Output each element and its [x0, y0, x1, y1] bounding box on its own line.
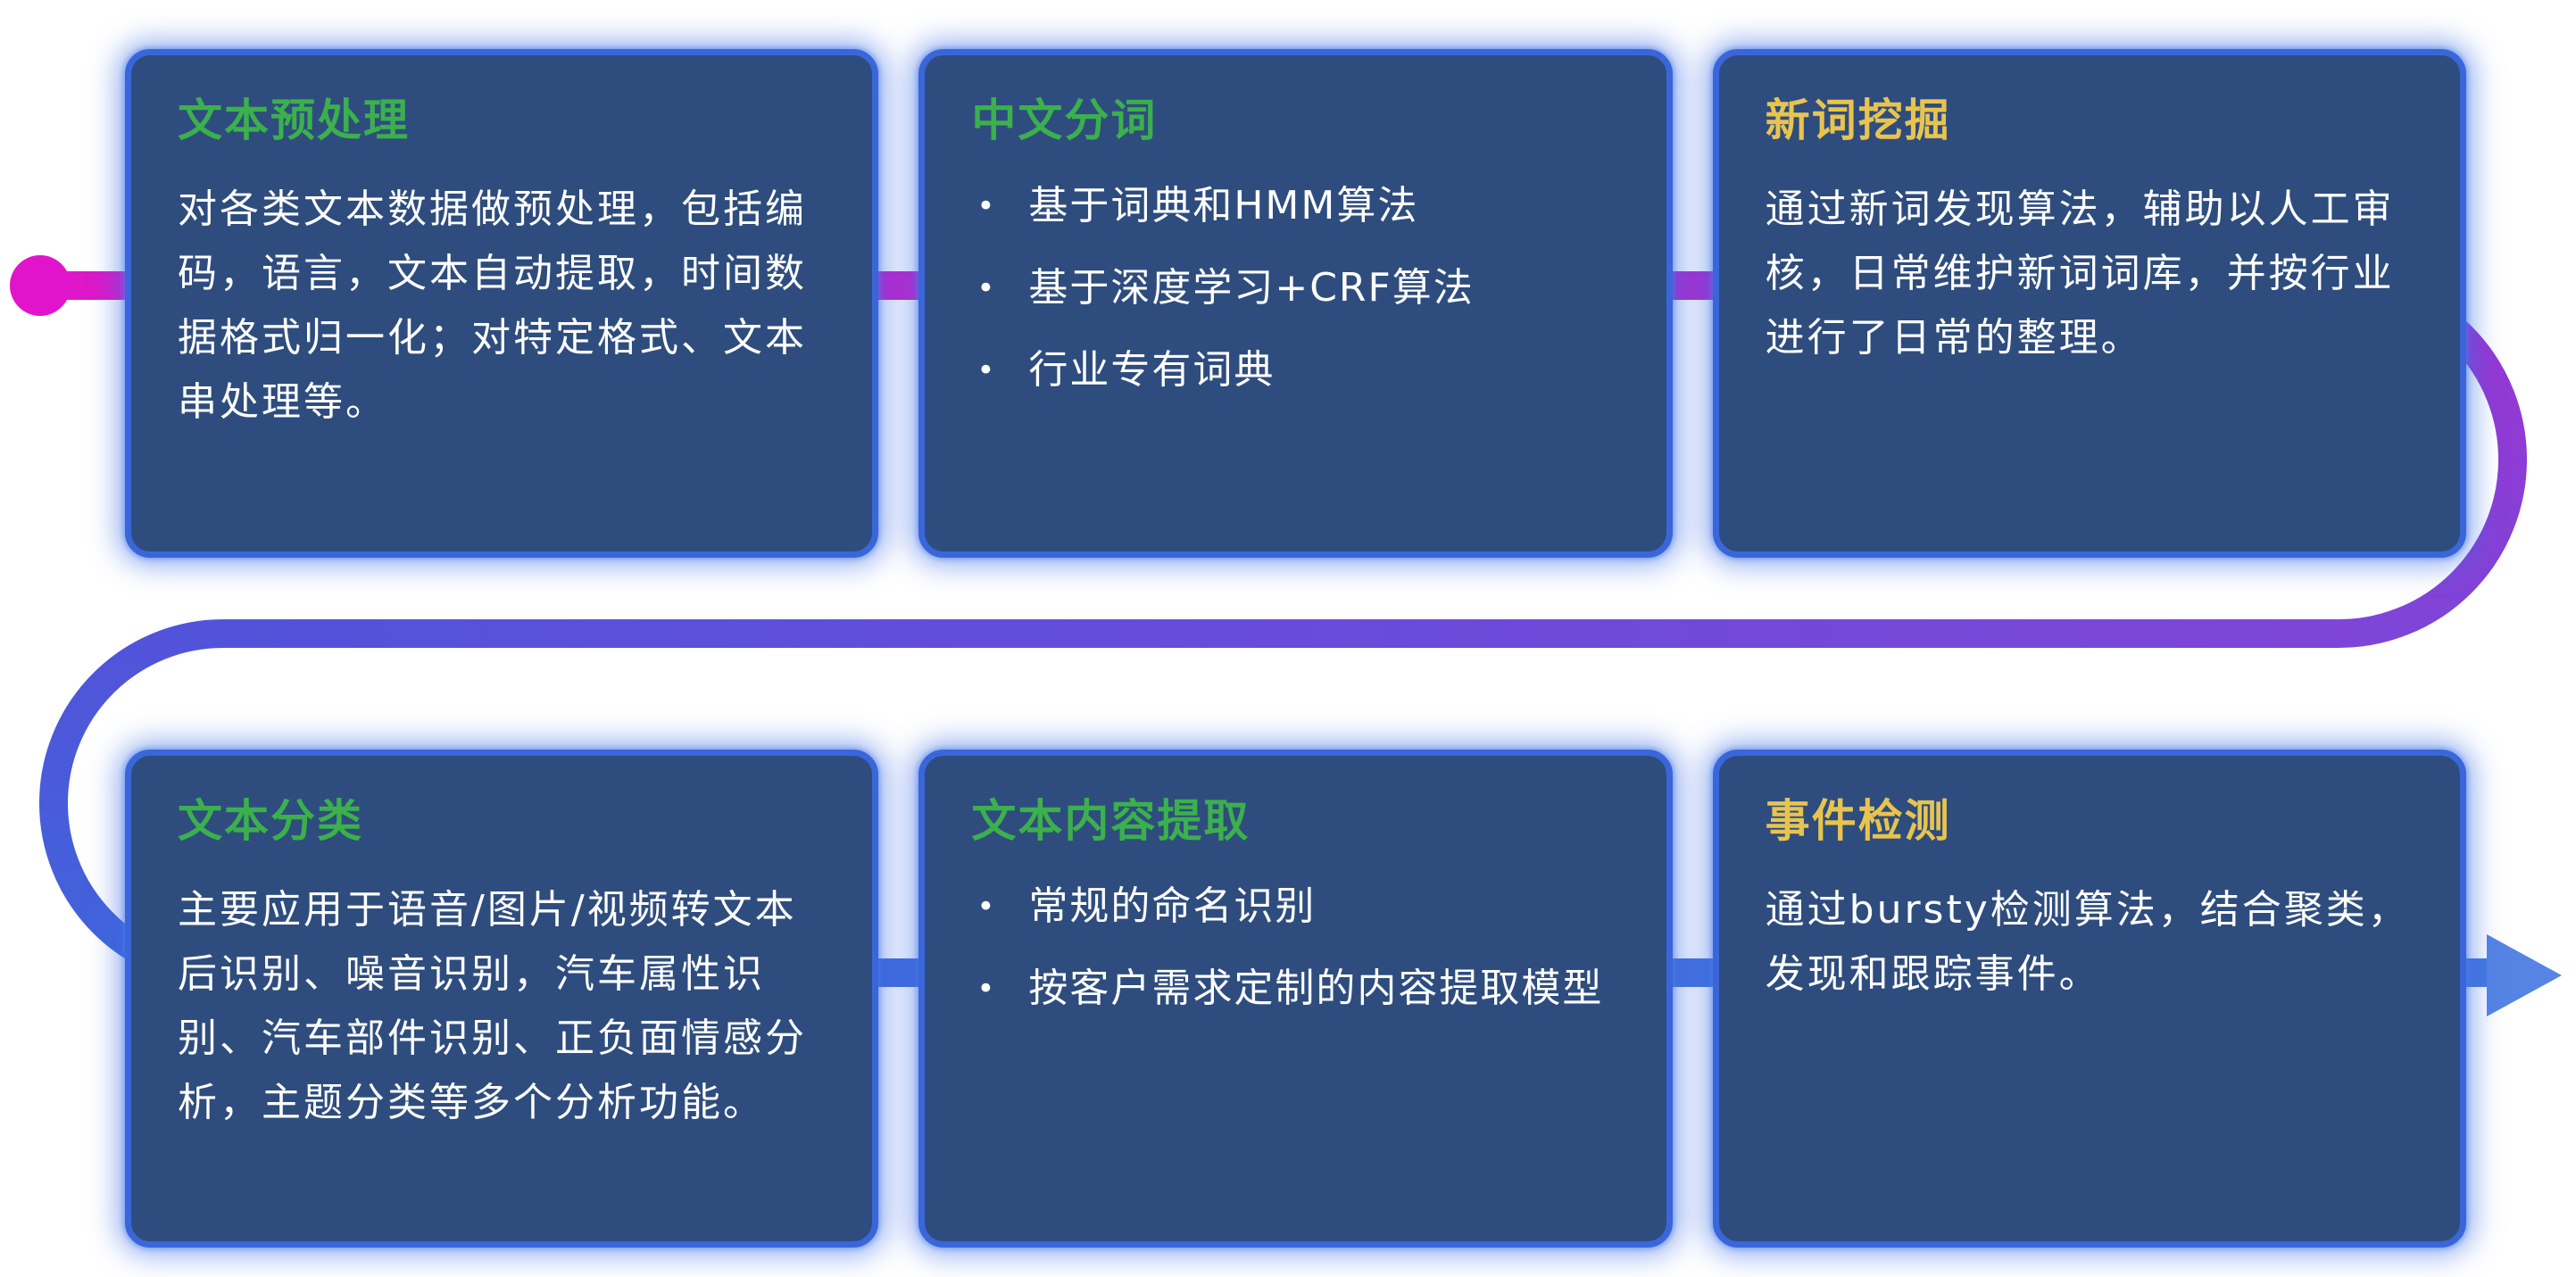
card-new-word-mining: 新词挖掘 通过新词发现算法，辅助以人工审核，日常维护新词词库，并按行业进行了日常…	[1712, 49, 2466, 558]
card-bullet-list: • 基于词典和HMM算法 • 基于深度学习+CRF算法 • 行业专有词典	[971, 178, 1619, 399]
bullet-item: • 按客户需求定制的内容提取模型	[971, 960, 1619, 1017]
bullet-marker-icon: •	[976, 970, 997, 1007]
bullet-item: • 常规的命名识别	[971, 878, 1619, 935]
bullet-text: 行业专有词典	[1028, 346, 1276, 393]
bullet-marker-icon: •	[976, 352, 997, 388]
start-dot-icon	[10, 255, 71, 316]
card-chinese-word-segmentation: 中文分词 • 基于词典和HMM算法 • 基于深度学习+CRF算法 • 行业专有词…	[918, 49, 1673, 558]
bullet-text: 按客户需求定制的内容提取模型	[1028, 965, 1604, 1011]
card-text-content-extraction: 文本内容提取 • 常规的命名识别 • 按客户需求定制的内容提取模型	[918, 750, 1673, 1248]
card-row-top: 文本预处理 对各类文本数据做预处理，包括编码，语言，文本自动提取，时间数据格式归…	[125, 49, 2466, 558]
bullet-text: 基于深度学习+CRF算法	[1028, 264, 1475, 311]
card-title: 文本分类	[178, 795, 363, 847]
card-title: 新词挖掘	[1765, 95, 1951, 146]
bullet-text: 常规的命名识别	[1028, 883, 1317, 929]
bullet-marker-icon: •	[976, 888, 997, 925]
bullet-item: • 基于深度学习+CRF算法	[971, 260, 1619, 317]
card-text-classification: 文本分类 主要应用于语音/图片/视频转文本后识别、噪音识别，汽车属性识别、汽车部…	[125, 750, 879, 1248]
card-title: 文本预处理	[178, 95, 410, 146]
card-bullet-list: • 常规的命名识别 • 按客户需求定制的内容提取模型	[971, 878, 1619, 1017]
card-title: 事件检测	[1765, 795, 1951, 847]
card-body: 通过bursty检测算法，结合聚类，发现和跟踪事件。	[1765, 886, 2410, 997]
card-event-detection: 事件检测 通过bursty检测算法，结合聚类，发现和跟踪事件。	[1712, 750, 2466, 1248]
bullet-text: 基于词典和HMM算法	[1028, 182, 1419, 228]
card-body: 主要应用于语音/图片/视频转文本后识别、噪音识别，汽车属性识别、汽车部件识别、正…	[178, 886, 807, 1125]
card-title: 中文分词	[971, 95, 1158, 146]
card-body: 通过新词发现算法，辅助以人工审核，日常维护新词词库，并按行业进行了日常的整理。	[1765, 186, 2395, 361]
bullet-marker-icon: •	[976, 269, 997, 306]
card-title: 文本内容提取	[971, 795, 1251, 847]
bullet-item: • 基于词典和HMM算法	[971, 178, 1619, 235]
bullet-marker-icon: •	[976, 187, 997, 224]
card-body: 对各类文本数据做预处理，包括编码，语言，文本自动提取，时间数据格式归一化；对特定…	[178, 186, 807, 425]
card-row-bottom: 文本分类 主要应用于语音/图片/视频转文本后识别、噪音识别，汽车属性识别、汽车部…	[125, 750, 2466, 1248]
bullet-item: • 行业专有词典	[971, 342, 1619, 399]
card-text-preprocessing: 文本预处理 对各类文本数据做预处理，包括编码，语言，文本自动提取，时间数据格式归…	[125, 49, 879, 558]
arrow-right-icon	[2487, 934, 2562, 1016]
